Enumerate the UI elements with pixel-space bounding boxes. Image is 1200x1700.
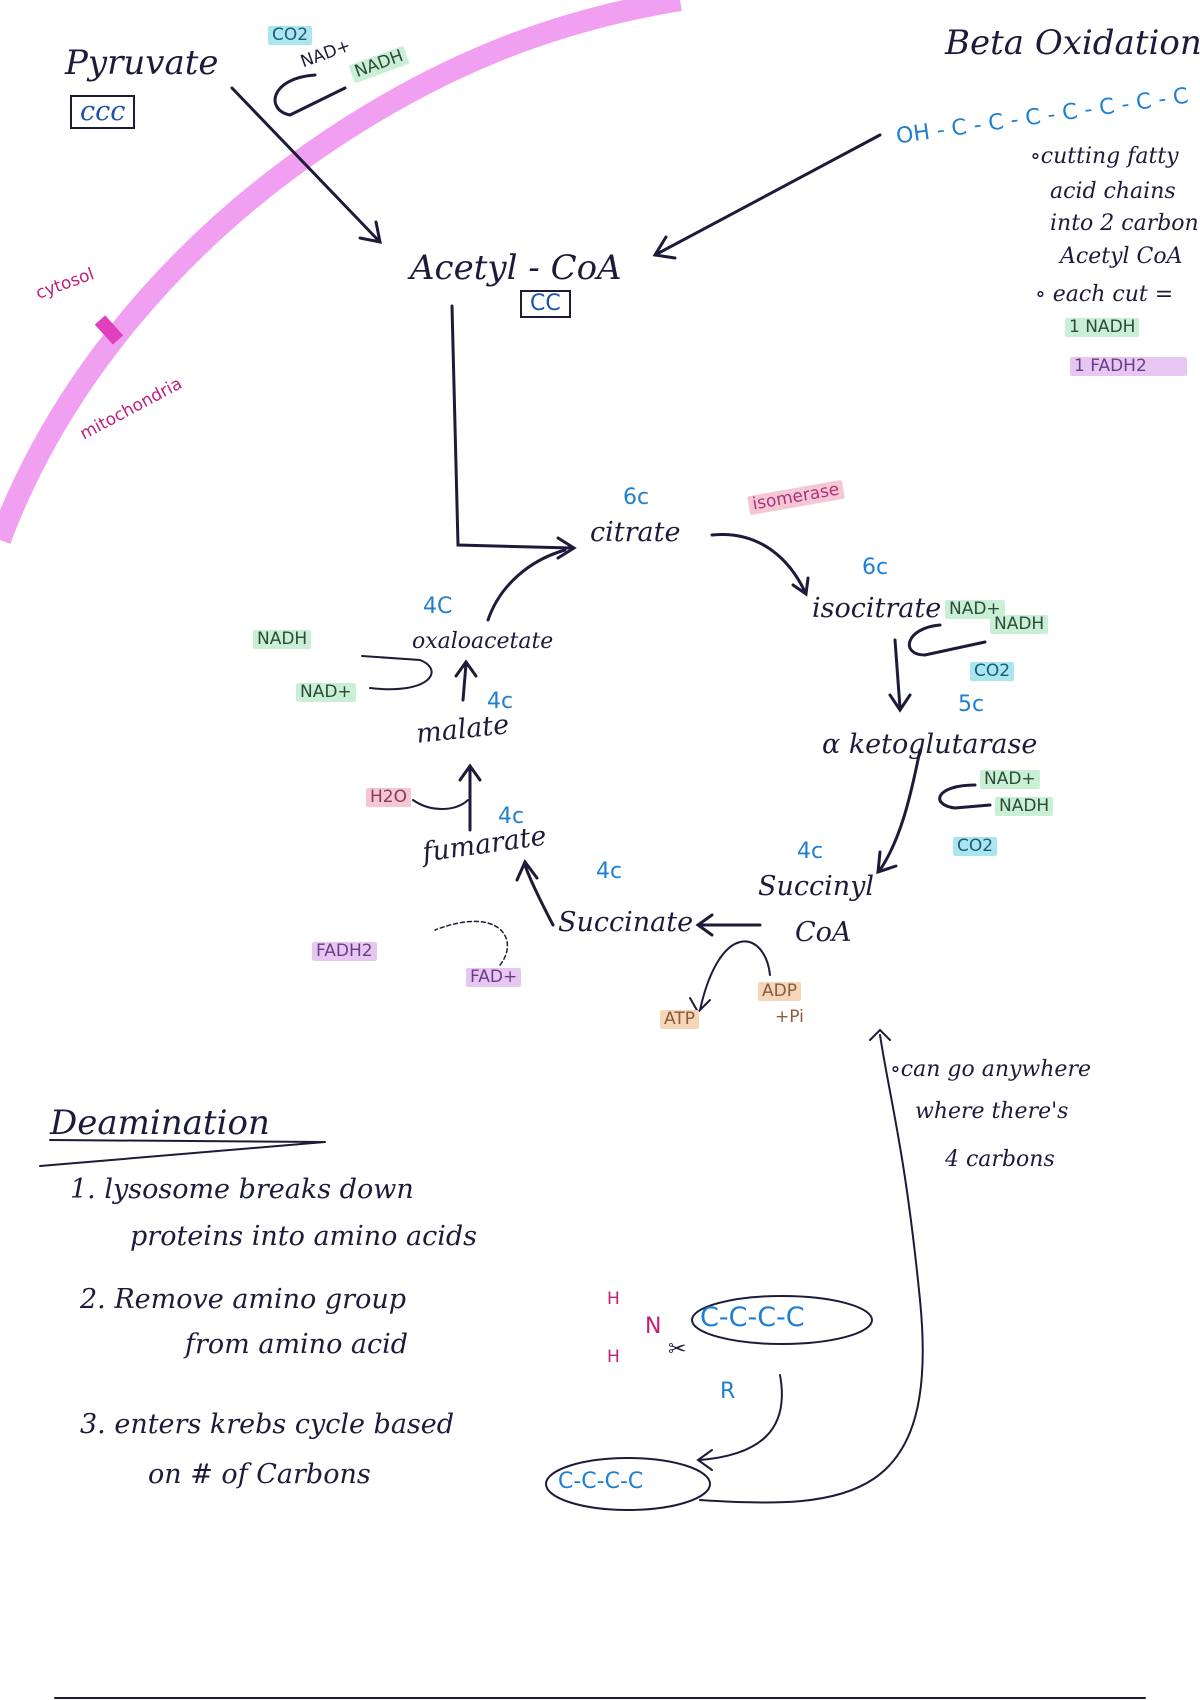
isocitrate-nad: NAD+ <box>945 600 1005 619</box>
akg-label: α ketoglutarase <box>822 729 1038 760</box>
arrow-isocitrate-to-akg <box>888 638 912 713</box>
pyruvate-co2: CO2 <box>268 26 313 45</box>
arrow-acetyl-to-citrate <box>450 304 577 560</box>
deamination-step-3: 3. enters krebs cycle based <box>80 1409 455 1440</box>
malate-carbons: 4c <box>487 689 514 714</box>
succinyl-coa-label: CoA <box>795 917 852 948</box>
arrow-nad-loop <box>273 73 347 117</box>
isocitrate-carbons: 6c <box>862 555 889 580</box>
akg-nadh: NADH <box>995 797 1054 816</box>
citrate-label: citrate <box>590 517 681 548</box>
arrow-fad <box>434 920 509 966</box>
fad-label: FAD+ <box>466 968 522 987</box>
deamination-note-0: ∘can go anywhere <box>890 1057 1091 1082</box>
arrow-h2o <box>412 799 469 810</box>
isocitrate-nadh: NADH <box>990 615 1049 634</box>
arrow-pyruvate-to-acetyl <box>230 86 382 244</box>
carbon-chain: C-C-C-C <box>700 1302 805 1333</box>
arrow-fumarate-to-malate <box>458 763 482 832</box>
deamination-step-1: 1. lysosome breaks down <box>70 1174 414 1205</box>
beta-note-0: ∘cutting fatty <box>1030 144 1179 169</box>
atp-label: ATP <box>660 1010 699 1029</box>
fumarate-carbons: 4c <box>498 804 525 829</box>
deamination-note-2: 4 carbons <box>945 1147 1055 1172</box>
arrow-succinyl-to-succinate <box>695 913 762 937</box>
fadh2-label: FADH2 <box>312 942 377 961</box>
arrow-citrate-to-isocitrate <box>710 532 810 597</box>
arrow-akg-nad <box>938 783 992 810</box>
isocitrate-co2: CO2 <box>970 662 1015 681</box>
citrate-carbons: 6c <box>623 485 650 510</box>
membrane-marker <box>94 315 124 345</box>
succinate-carbons: 4c <box>596 859 623 884</box>
beta-note-4: ∘ each cut = <box>1035 282 1174 307</box>
oxaloacetate-carbons: 4C <box>423 594 453 619</box>
r-group: R <box>720 1379 736 1404</box>
akg-carbons: 5c <box>958 692 985 717</box>
arrow-deamination-underline <box>39 1139 326 1167</box>
product-chain: C-C-C-C <box>558 1469 644 1494</box>
product-ellipse <box>545 1457 711 1511</box>
beta-fadh2: 1 FADH2 <box>1070 357 1187 376</box>
adp-label: ADP <box>758 982 801 1001</box>
oxaloacetate-label: oxaloacetate <box>412 629 554 654</box>
deamination-title: Deamination <box>50 1103 270 1143</box>
arrow-malate-to-oxaloacetate <box>454 659 478 702</box>
beta-oxidation-title: Beta Oxidation <box>945 23 1200 63</box>
malate-nadh: NADH <box>253 630 312 649</box>
succinate-label: Succinate <box>558 907 694 938</box>
acetyl-coa-carbons: CC <box>520 290 571 319</box>
beta-note-2: into 2 carbon <box>1050 211 1199 236</box>
deamination-step-1b: proteins into amino acids <box>130 1221 478 1252</box>
pyruvate-carbons: ccc <box>70 95 136 129</box>
arrow-akg-to-succinyl <box>876 748 922 875</box>
arrow-malate-nad <box>361 655 433 691</box>
akg-nad: NAD+ <box>980 770 1040 789</box>
deamination-step-2b: from amino acid <box>185 1329 409 1360</box>
chain-ellipse <box>691 1295 873 1345</box>
arrow-beta-to-acetyl <box>652 133 882 260</box>
succinyl-label: Succinyl <box>758 871 875 902</box>
acetyl-coa-label: Acetyl - CoA <box>410 248 622 288</box>
deamination-step-3b: on # of Carbons <box>148 1459 371 1490</box>
membrane-band <box>0 0 682 544</box>
arrow-r-to-product <box>696 1374 783 1471</box>
beta-nadh: 1 NADH <box>1065 318 1140 337</box>
amine-h1: H <box>607 1289 620 1309</box>
beta-note-3: Acetyl CoA <box>1060 244 1183 269</box>
amine-h2: H <box>607 1347 620 1367</box>
malate-nad: NAD+ <box>296 683 356 702</box>
isocitrate-label: isocitrate <box>812 593 942 624</box>
arrow-adp-atp <box>689 940 771 1014</box>
akg-co2: CO2 <box>953 837 998 856</box>
scissors-icon: ✂ <box>668 1337 687 1362</box>
arrow-succinate-to-fumarate <box>515 859 555 927</box>
amine-n: N <box>645 1314 662 1339</box>
pi-label: +Pi <box>775 1007 804 1027</box>
pyruvate-label: Pyruvate <box>65 43 219 83</box>
succinyl-carbons: 4c <box>797 839 824 864</box>
deamination-step-2: 2. Remove amino group <box>80 1284 407 1315</box>
h2o-label: H2O <box>366 788 411 807</box>
beta-note-1: acid chains <box>1050 179 1176 204</box>
deamination-note-1: where there's <box>915 1099 1069 1124</box>
arrow-oxaloacetate-to-citrate <box>486 548 567 622</box>
arrow-product-to-cycle <box>699 1028 924 1504</box>
arrow-isocitrate-nad <box>907 623 987 657</box>
